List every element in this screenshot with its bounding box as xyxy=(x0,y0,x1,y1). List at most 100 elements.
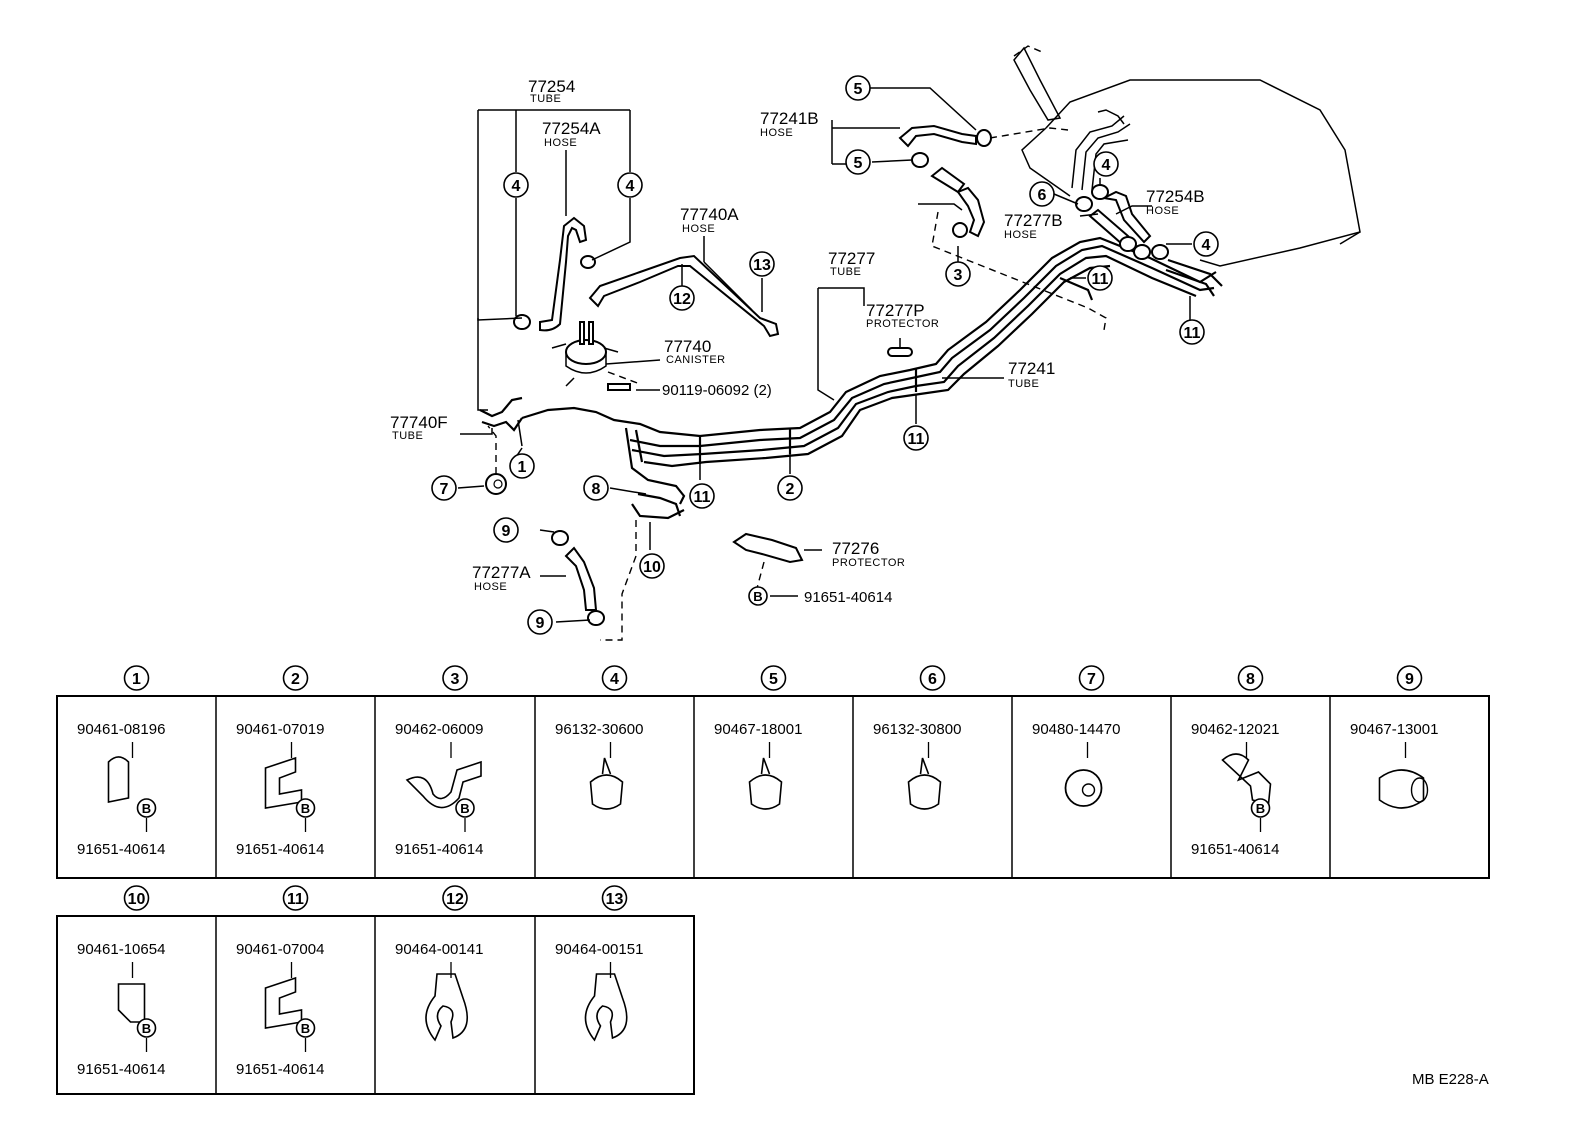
callout-circle-11: 11 xyxy=(1087,265,1113,291)
index-number: 4 xyxy=(626,178,635,195)
clip-index-circle: 6 xyxy=(919,665,946,691)
bolt-letter: B xyxy=(1256,801,1265,816)
part-kind: TUBE xyxy=(830,266,861,278)
callout-77740F: 77740F TUBE xyxy=(390,413,448,442)
part-number: 77254B xyxy=(1146,187,1205,206)
clip-bolt-number: 91651-40614 xyxy=(77,1061,165,1078)
callout-77241B: 77241B HOSE xyxy=(760,109,819,139)
bolt-b-marker: B xyxy=(295,1018,316,1038)
clip-part-number: 90464-00141 xyxy=(395,941,483,958)
clip-index-circle: 7 xyxy=(1078,665,1105,691)
index-number: 7 xyxy=(1087,671,1096,688)
index-number: 11 xyxy=(287,891,304,908)
part-kind: HOSE xyxy=(682,223,715,235)
index-number: 10 xyxy=(128,891,146,908)
part-kind: TUBE xyxy=(1008,378,1039,390)
part-kind: HOSE xyxy=(474,581,507,593)
main-tube-bundle xyxy=(521,236,1217,505)
callout-77254: 77254 TUBE xyxy=(528,77,575,105)
callout-circle-11: 11 xyxy=(903,425,929,451)
bolt-b-marker: B xyxy=(455,798,475,818)
index-number: 11 xyxy=(1092,271,1109,288)
index-number: 11 xyxy=(908,431,925,448)
index-number: 6 xyxy=(1038,187,1047,204)
callout-circle-4: 4 xyxy=(503,172,529,198)
index-number: 7 xyxy=(440,481,449,498)
clip-drawing xyxy=(1064,769,1103,807)
part-kind: HOSE xyxy=(1004,229,1037,241)
clip-index-circle: 2 xyxy=(282,665,309,691)
clip-drawing xyxy=(1221,753,1272,806)
clip-part-number: 90462-12021 xyxy=(1191,721,1279,738)
callout-circle-11: 11 xyxy=(689,483,715,509)
clip-cell-7: 7 90480-14470 xyxy=(1032,665,1120,807)
clip-part-number: 96132-30800 xyxy=(873,721,961,738)
footer-code: MB E228-A xyxy=(1412,1071,1489,1088)
clip-part-number: 90467-18001 xyxy=(714,721,802,738)
clip-index-circle: 1 xyxy=(123,665,150,691)
protector-77276 xyxy=(732,532,804,593)
part-kind: CANISTER xyxy=(666,354,726,366)
clip-part-number: 90480-14470 xyxy=(1032,721,1120,738)
clip-part-number: 90461-07019 xyxy=(236,721,324,738)
hose-77241B xyxy=(898,124,1107,331)
part-number: 77241B xyxy=(760,109,819,128)
clip-index-circle: 8 xyxy=(1237,665,1264,691)
callout-90119: 90119-06092 (2) xyxy=(662,382,772,399)
part-kind: HOSE xyxy=(1146,205,1179,217)
clip-drawing xyxy=(584,973,628,1042)
callout-circle-4: 4 xyxy=(1093,151,1119,177)
bolt-b-marker: B xyxy=(748,586,768,606)
part-number: 77740 xyxy=(664,337,711,356)
index-number: 11 xyxy=(1184,325,1201,342)
callout-circle-6: 6 xyxy=(1029,181,1055,207)
index-number: 11 xyxy=(694,489,711,506)
bolt-b-marker: B xyxy=(1250,798,1271,818)
clip-drawing xyxy=(264,976,303,1029)
bolt-letter: B xyxy=(142,1021,151,1036)
bolt-letter: B xyxy=(142,801,151,816)
callout-circle-5: 5 xyxy=(845,149,871,175)
callout-77254A: 77254A HOSE xyxy=(542,119,601,149)
bolt-b-marker: B xyxy=(136,798,157,818)
callout-77277A: 77277A HOSE xyxy=(472,563,531,593)
leader-lines xyxy=(457,87,1192,623)
clip-drawing xyxy=(748,757,783,810)
callout-circle-10: 10 xyxy=(639,553,665,579)
clip-index-circle: 5 xyxy=(760,665,787,691)
clip-index-circle: 10 xyxy=(123,885,150,911)
tank-neck-pipes xyxy=(1071,109,1131,191)
bolt-letter: B xyxy=(460,801,469,816)
clip-drawing xyxy=(405,760,482,809)
index-number: 5 xyxy=(769,671,778,688)
part-number: 77277P xyxy=(866,301,925,320)
clip-part-number: 90461-07004 xyxy=(236,941,324,958)
index-number: 10 xyxy=(643,559,661,576)
clip-drawing xyxy=(589,757,624,810)
part-kind: HOSE xyxy=(760,127,793,139)
callout-circle-2: 2 xyxy=(777,475,803,501)
callout-circle-13: 13 xyxy=(749,251,775,277)
clip-table xyxy=(56,695,1490,1095)
part-number: 77276 xyxy=(832,539,879,558)
clip-drawing xyxy=(117,983,146,1023)
callout-77241: 77241 TUBE xyxy=(1008,359,1055,390)
callout-circle-9: 9 xyxy=(493,517,519,543)
part-number: 77277 xyxy=(828,249,875,268)
index-number: 8 xyxy=(592,481,601,498)
index-number: 2 xyxy=(786,481,795,498)
tube-77740F xyxy=(477,318,523,447)
index-number: 2 xyxy=(291,671,300,688)
callout-circle-4: 4 xyxy=(1193,231,1219,257)
clip-part-number: 90461-08196 xyxy=(77,721,165,738)
bolt-letter: B xyxy=(301,801,310,816)
clip-bolt-number: 91651-40614 xyxy=(395,841,483,858)
callout-91651: 91651-40614 xyxy=(804,589,892,606)
